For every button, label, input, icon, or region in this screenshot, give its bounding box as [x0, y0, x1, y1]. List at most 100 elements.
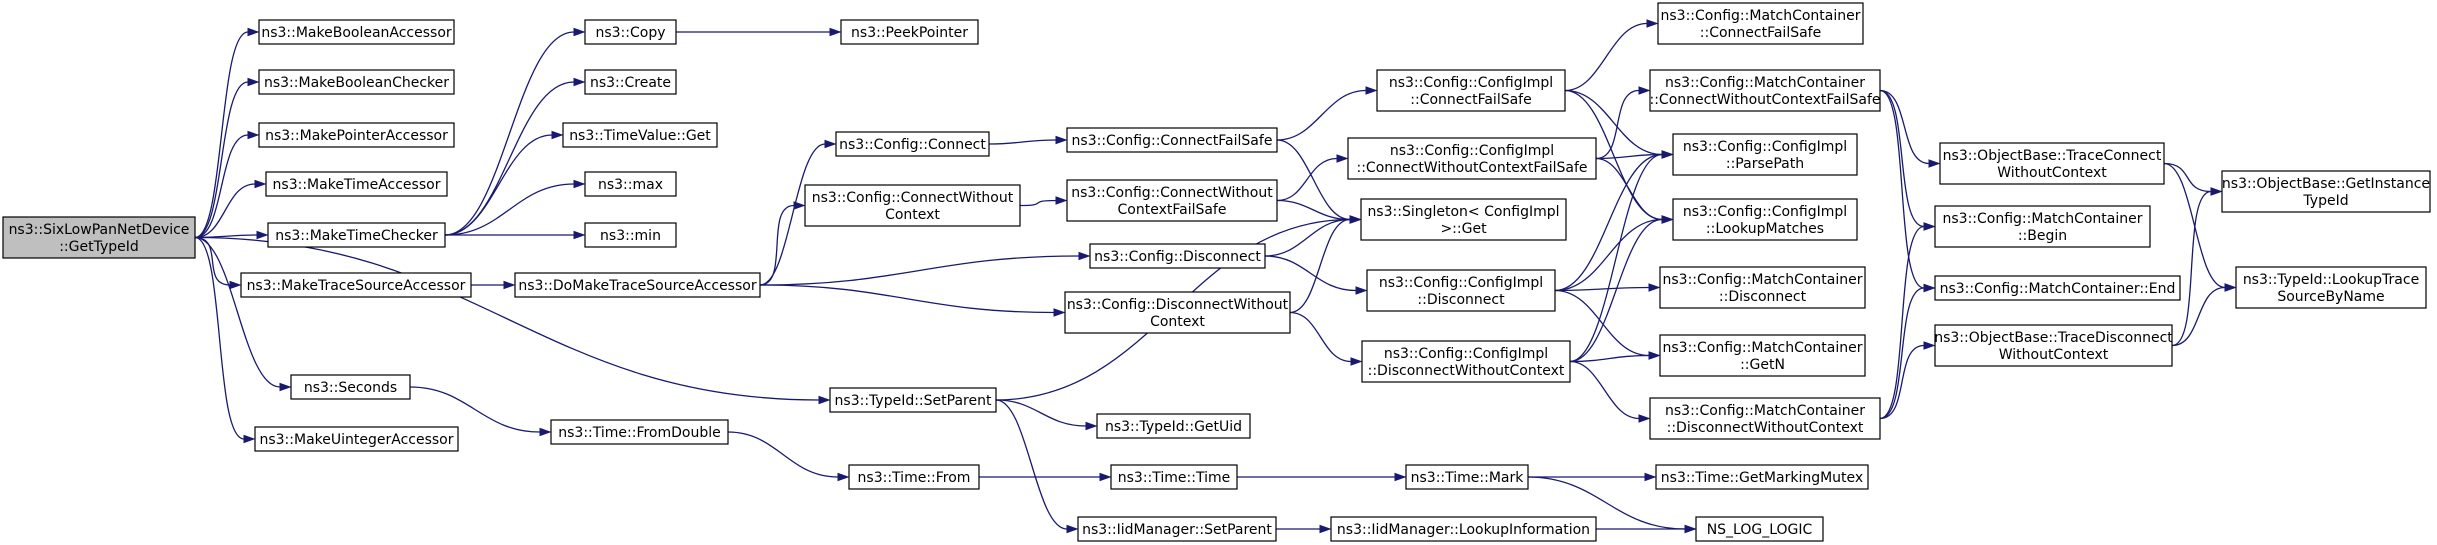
node-label: ns3::Time::GetMarkingMutex [1661, 470, 1863, 486]
node-box [1659, 334, 1866, 377]
arrowhead [1085, 421, 1098, 431]
node-ns3-typeid-setparent[interactable]: ns3::TypeId::SetParent [829, 387, 997, 413]
node-label: ContextFailSafe [1118, 202, 1227, 218]
node-ns3-config-configimpl-disconnectwithoutcontext[interactable]: ns3::Config::ConfigImpl::DisconnectWitho… [1361, 340, 1571, 383]
node-ns3-sixlowpannetdevice-gettypeid[interactable]: ns3::SixLowPanNetDevice::GetTypeId [2, 216, 196, 259]
node-label: ::DisconnectWithoutContext [1667, 420, 1864, 436]
node-label: ns3::Config::Disconnect [1094, 249, 1261, 265]
arrowhead [1319, 524, 1332, 534]
edge-cicfs-to-mccfs [1564, 22, 1648, 92]
node-ns3-iidmanager-lookupinformation[interactable]: ns3::IidManager::LookupInformation [1330, 516, 1597, 542]
node-box [840, 19, 979, 45]
node-ns3-min[interactable]: ns3::min [584, 222, 677, 248]
node-ns3-time-mark[interactable]: ns3::Time::Mark [1405, 464, 1529, 490]
node-ns3-objectbase-tracedisconnectwithoutcontext[interactable]: ns3::ObjectBase::TraceDisconnectWithoutC… [1934, 324, 2173, 367]
node-ns3-maketimeaccessor[interactable]: ns3::MakeTimeAccessor [265, 171, 448, 197]
node-ns3-config-matchcontainer-end[interactable]: ns3::Config::MatchContainer::End [1934, 275, 2181, 301]
node-label: ns3::TypeId::GetUid [1105, 419, 1242, 435]
node-ns3-copy[interactable]: ns3::Copy [584, 19, 677, 45]
node-ns3-maketimechecker[interactable]: ns3::MakeTimeChecker [267, 222, 446, 248]
node-label: ns3::Config::ConfigImpl [1683, 204, 1847, 220]
arrowhead [1394, 472, 1407, 482]
node-ns3-config-disconnect[interactable]: ns3::Config::Disconnect [1089, 243, 1266, 269]
arrowhead [573, 179, 586, 189]
edge-cidwc-to-mcdwc [1569, 360, 1640, 420]
node-label: >::Get [1440, 221, 1487, 237]
node-ns3-time-getmarkingmutex[interactable]: ns3::Time::GetMarkingMutex [1655, 464, 1869, 490]
node-ns3-config-matchcontainer-begin[interactable]: ns3::Config::MatchContainer::Begin [1934, 205, 2151, 248]
node-ns3-config-matchcontainer-disconnectwithoutcontext[interactable]: ns3::Config::MatchContainer::DisconnectW… [1649, 397, 1881, 440]
node-ns3-makepointeraccessor[interactable]: ns3::MakePointerAccessor [258, 122, 455, 148]
node-ns3-makebooleanchecker[interactable]: ns3::MakeBooleanChecker [258, 69, 455, 95]
node-ns3-config-configimpl-parsepath[interactable]: ns3::Config::ConfigImpl::ParsePath [1672, 133, 1858, 176]
node-ns3-config-configimpl-disconnect[interactable]: ns3::Config::ConfigImpl::Disconnect [1366, 269, 1556, 312]
node-box [267, 222, 446, 248]
edge-obtdwc-to-obgit [2171, 190, 2212, 347]
node-ns3-peekpointer[interactable]: ns3::PeekPointer [840, 19, 979, 45]
node-ns3-config-matchcontainer-connectwithoutcontextfailsafe[interactable]: ns3::Config::MatchContainer::ConnectWith… [1649, 69, 1881, 112]
node-ns3-config-connectfailsafe[interactable]: ns3::Config::ConnectFailSafe [1066, 127, 1278, 153]
edge-cicwcfs-to-cilm [1595, 157, 1663, 221]
arrowhead [247, 27, 260, 37]
node-ns3-singleton-configimpl-get[interactable]: ns3::Singleton< ConfigImpl>::Get [1360, 198, 1567, 241]
node-label: ns3::ObjectBase::GetInstance [2222, 176, 2430, 192]
node-ns3-maketracesourceaccessor[interactable]: ns3::MakeTraceSourceAccessor [240, 272, 472, 298]
node-box [829, 387, 997, 413]
node-box [1066, 179, 1278, 222]
node-box [1659, 266, 1866, 309]
node-ns-log-logic[interactable]: NS_LOG_LOGIC [1695, 516, 1824, 542]
node-label: ns3::Config::ConnectWithout [812, 190, 1014, 206]
arrowhead [539, 427, 552, 437]
node-ns3-create[interactable]: ns3::Create [584, 69, 677, 95]
node-label: ns3::MakeUintegerAccessor [259, 432, 453, 448]
node-label: ns3::Config::MatchContainer [1943, 211, 2143, 227]
node-label: ns3::Singleton< ConfigImpl [1367, 204, 1559, 220]
node-ns3-config-connectwithoutcontextfailsafe[interactable]: ns3::Config::ConnectWithoutContextFailSa… [1066, 179, 1278, 222]
node-ns3-objectbase-traceconnectwithoutcontext[interactable]: ns3::ObjectBase::TraceConnectWithoutCont… [1939, 142, 2165, 185]
node-label: ns3::MakeBooleanChecker [264, 75, 449, 91]
node-ns3-config-connect[interactable]: ns3::Config::Connect [835, 131, 990, 157]
node-box [1934, 275, 2181, 301]
node-label: ns3::Config::MatchContainer [1661, 8, 1861, 24]
node-ns3-seconds[interactable]: ns3::Seconds [290, 374, 411, 400]
arrowhead [1055, 196, 1068, 205]
node-ns3-time-from[interactable]: ns3::Time::From [848, 464, 980, 490]
node-ns3-makeuintegeraccessor[interactable]: ns3::MakeUintegerAccessor [254, 426, 459, 452]
node-ns3-timevalue-get[interactable]: ns3::TimeValue::Get [562, 122, 718, 148]
edge-cdisc-to-singleton [1264, 218, 1351, 257]
edge-cicwcfs-to-cipp [1595, 153, 1663, 160]
edge-cconn-to-ccfs [988, 139, 1057, 145]
node-label: ns3::Time::FromDouble [558, 425, 721, 441]
node-ns3-config-matchcontainer-disconnect[interactable]: ns3::Config::MatchContainer::Disconnect [1659, 266, 1866, 309]
arrowhead [1923, 341, 1936, 350]
node-ns3-iidmanager-setparent[interactable]: ns3::IidManager::SetParent [1077, 516, 1277, 542]
node-ns3-config-matchcontainer-connectfailsafe[interactable]: ns3::Config::MatchContainer::ConnectFail… [1657, 2, 1864, 45]
node-box [1405, 464, 1529, 490]
node-label: ::ConnectFailSafe [1410, 92, 1531, 108]
node-box [290, 374, 411, 400]
node-label: ns3::Time::Time [1118, 470, 1230, 486]
node-ns3-config-configimpl-connectfailsafe[interactable]: ns3::Config::ConfigImpl::ConnectFailSafe [1376, 69, 1566, 112]
node-label: ns3::Config::ConfigImpl [1683, 139, 1847, 155]
node-ns3-time-time[interactable]: ns3::Time::Time [1110, 464, 1238, 490]
node-ns3-config-configimpl-connectwithoutcontextfailsafe[interactable]: ns3::Config::ConfigImpl::ConnectWithoutC… [1347, 137, 1597, 180]
node-label: ns3::Config::ConfigImpl [1390, 143, 1554, 159]
node-label: ::DisconnectWithoutContext [1368, 363, 1565, 379]
node-ns3-time-fromdouble[interactable]: ns3::Time::FromDouble [550, 419, 729, 445]
node-ns3-config-connectwithoutcontext[interactable]: ns3::Config::ConnectWithoutContext [804, 184, 1021, 227]
node-ns3-domaketracesourceaccessor[interactable]: ns3::DoMakeTraceSourceAccessor [514, 272, 761, 298]
node-label: ns3::MakeBooleanAccessor [261, 25, 452, 41]
node-box [1366, 269, 1556, 312]
node-ns3-max[interactable]: ns3::max [584, 171, 677, 197]
node-ns3-config-configimpl-lookupmatches[interactable]: ns3::Config::ConfigImpl::LookupMatches [1672, 198, 1858, 241]
node-ns3-config-disconnectwithoutcontext[interactable]: ns3::Config::DisconnectWithoutContext [1064, 291, 1291, 334]
node-ns3-typeid-getuid[interactable]: ns3::TypeId::GetUid [1096, 413, 1251, 439]
edge-cidwc-to-cilm [1569, 218, 1663, 363]
edge-root-to-sec [194, 236, 281, 388]
node-ns3-config-matchcontainer-getn[interactable]: ns3::Config::MatchContainer::GetN [1659, 334, 1866, 377]
arrowhead [1648, 283, 1661, 292]
node-ns3-makebooleanaccessor[interactable]: ns3::MakeBooleanAccessor [258, 19, 455, 45]
node-label: ::GetN [1740, 357, 1785, 373]
